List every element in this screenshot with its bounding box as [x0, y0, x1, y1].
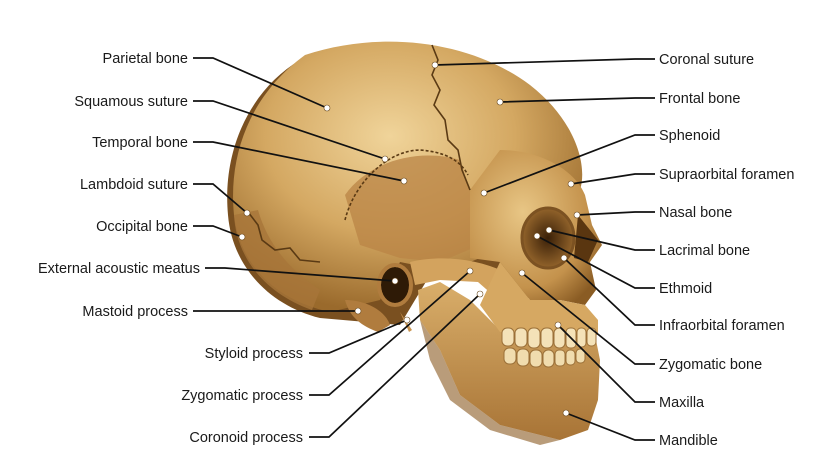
- orbit-rim: [520, 206, 576, 270]
- temporal-fossa: [345, 155, 480, 262]
- pin-lambdoid-suture: [243, 209, 251, 217]
- label-mastoid-process: Mastoid process: [82, 304, 188, 320]
- pin-infraorbital-foramen: [560, 254, 568, 262]
- label-infraorbital-foramen: Infraorbital foramen: [659, 318, 785, 334]
- ear-rim: [377, 263, 413, 307]
- leader-parietal-bone: [193, 57, 328, 109]
- leader-lines: [193, 57, 655, 441]
- occipital-region: [234, 210, 320, 310]
- leader-lambdoid-suture: [193, 183, 248, 214]
- leader-ethmoid: [536, 235, 655, 289]
- label-occipital-bone: Occipital bone: [96, 219, 188, 235]
- mandible-shadow: [420, 320, 560, 445]
- label-pins: [238, 61, 581, 417]
- pin-external-acoustic-meatus: [391, 277, 399, 285]
- label-lacrimal-bone: Lacrimal bone: [659, 243, 750, 259]
- pin-mandible: [562, 409, 570, 417]
- leader-lacrimal-bone: [548, 229, 655, 251]
- label-external-acoustic-meatus: External acoustic meatus: [38, 261, 200, 277]
- orbit: [522, 208, 574, 268]
- label-coronal-suture: Coronal suture: [659, 52, 754, 68]
- leader-zygomatic-process: [309, 270, 471, 396]
- pin-frontal-bone: [496, 98, 504, 106]
- label-temporal-bone: Temporal bone: [92, 135, 188, 151]
- label-parietal-bone: Parietal bone: [103, 51, 188, 67]
- upper-teeth: [501, 327, 597, 349]
- label-zygomatic-bone: Zygomatic bone: [659, 357, 762, 373]
- pin-squamous-suture: [381, 155, 389, 163]
- label-ethmoid: Ethmoid: [659, 281, 712, 297]
- leader-squamous-suture: [193, 100, 386, 160]
- squamous-suture-line: [344, 149, 469, 221]
- pin-zygomatic-bone: [518, 269, 526, 277]
- left-labels: Parietal bone Squamous suture Temporal b…: [38, 51, 303, 446]
- lower-teeth: [503, 347, 586, 368]
- lambdoid-suture-line: [247, 211, 321, 263]
- label-zygomatic-process: Zygomatic process: [181, 388, 303, 404]
- pin-coronoid-process: [476, 290, 484, 298]
- leader-temporal-bone: [193, 141, 405, 182]
- pin-maxilla: [554, 321, 562, 329]
- ear-opening: [381, 267, 409, 303]
- leader-frontal-bone: [499, 97, 655, 103]
- label-mandible: Mandible: [659, 433, 718, 449]
- pin-coronal-suture: [431, 61, 439, 69]
- label-nasal-bone: Nasal bone: [659, 205, 732, 221]
- pin-occipital-bone: [238, 233, 246, 241]
- pin-styloid-process: [403, 316, 411, 324]
- label-maxilla: Maxilla: [659, 395, 705, 411]
- label-styloid-process: Styloid process: [205, 346, 303, 362]
- leader-coronoid-process: [309, 293, 481, 438]
- label-lambdoid-suture: Lambdoid suture: [80, 177, 188, 193]
- leader-nasal-bone: [576, 211, 655, 216]
- leader-styloid-process: [309, 319, 408, 354]
- label-coronoid-process: Coronoid process: [189, 430, 303, 446]
- maxilla-shape: [480, 262, 598, 335]
- pin-mastoid-process: [354, 307, 362, 315]
- pin-temporal-bone: [400, 177, 408, 185]
- leader-mandible: [565, 412, 655, 441]
- leader-occipital-bone: [193, 225, 243, 238]
- pin-ethmoid: [533, 232, 541, 240]
- pin-supraorbital-foramen: [567, 180, 575, 188]
- leader-zygomatic-bone: [521, 272, 655, 365]
- label-squamous-suture: Squamous suture: [74, 94, 188, 110]
- label-sphenoid: Sphenoid: [659, 128, 720, 144]
- leader-supraorbital-foramen: [570, 173, 655, 185]
- pin-nasal-bone: [573, 211, 581, 219]
- leader-sphenoid: [483, 134, 655, 194]
- leader-external-acoustic-meatus: [205, 267, 396, 282]
- pin-lacrimal-bone: [545, 226, 553, 234]
- mastoid: [345, 300, 390, 332]
- leader-maxilla: [557, 324, 655, 403]
- pin-zygomatic-process: [466, 267, 474, 275]
- pin-sphenoid: [480, 189, 488, 197]
- leader-infraorbital-foramen: [563, 257, 655, 326]
- leader-coronal-suture: [434, 58, 655, 66]
- skull-illustration: [227, 41, 602, 445]
- label-frontal-bone: Frontal bone: [659, 91, 740, 107]
- label-supraorbital-foramen: Supraorbital foramen: [659, 167, 794, 183]
- right-labels: Coronal suture Frontal bone Sphenoid Sup…: [659, 52, 794, 449]
- pin-parietal-bone: [323, 104, 331, 112]
